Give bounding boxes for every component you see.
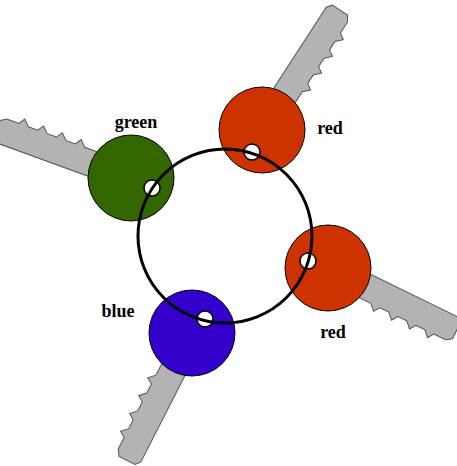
key-color-label: blue bbox=[101, 301, 134, 322]
key-head-disc bbox=[149, 290, 235, 376]
key-head: red bbox=[284, 224, 372, 312]
key-head-shape bbox=[148, 289, 236, 377]
key-hole bbox=[300, 253, 316, 269]
key-head-shape bbox=[284, 224, 372, 312]
key-hole bbox=[244, 144, 260, 160]
key-color-label: green bbox=[115, 112, 158, 133]
key-head-disc bbox=[88, 135, 174, 221]
ring-wire bbox=[138, 149, 312, 323]
key-hole bbox=[197, 311, 213, 327]
key-head-disc bbox=[285, 225, 371, 311]
key-color-label: red bbox=[317, 118, 343, 139]
key-head: blue bbox=[148, 289, 236, 377]
key-head-shape bbox=[87, 134, 175, 222]
key-color-label: red bbox=[320, 322, 346, 343]
key-head: red bbox=[218, 86, 306, 174]
key-head-shape bbox=[218, 86, 306, 174]
key-hole bbox=[144, 180, 160, 196]
key-head-disc bbox=[219, 87, 305, 173]
key-head: green bbox=[87, 134, 175, 222]
